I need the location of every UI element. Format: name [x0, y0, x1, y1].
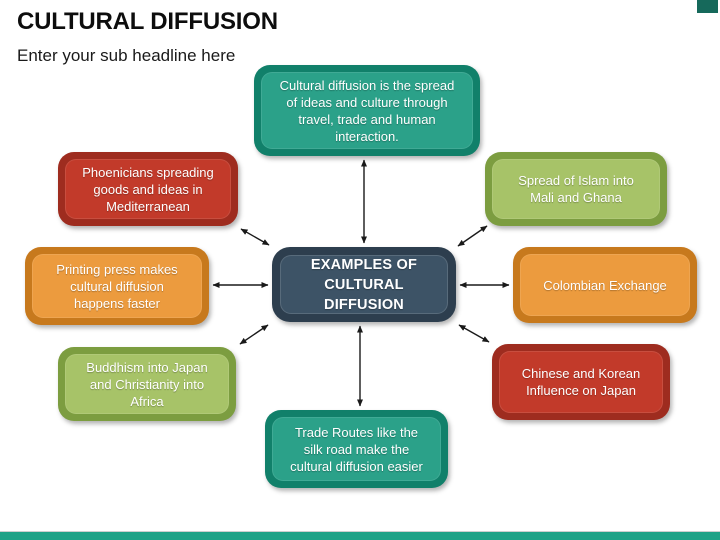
footer-divider [0, 531, 720, 532]
footer-bar [0, 532, 720, 540]
center-node-label: EXAMPLES OF CULTURAL DIFFUSION [280, 255, 448, 314]
arrow-center-bottom-right [458, 324, 490, 343]
node-chinese-korean-text: Chinese and Korean Influence on Japan [499, 351, 663, 413]
node-colombian-exchange: Colombian Exchange [513, 247, 697, 323]
node-islam-text: Spread of Islam into Mali and Ghana [492, 159, 660, 219]
node-buddhism: Buddhism into Japan and Christianity int… [58, 347, 236, 421]
page-title: CULTURAL DIFFUSION [17, 8, 278, 35]
node-definition: Cultural diffusion is the spread of idea… [254, 65, 480, 156]
center-node: EXAMPLES OF CULTURAL DIFFUSION [272, 247, 456, 322]
node-definition-text: Cultural diffusion is the spread of idea… [261, 72, 473, 149]
corner-accent-shape [697, 0, 718, 13]
node-buddhism-text: Buddhism into Japan and Christianity int… [65, 354, 229, 414]
arrow-center-top-right [457, 225, 488, 247]
node-islam: Spread of Islam into Mali and Ghana [485, 152, 667, 226]
node-printing-press: Printing press makes cultural diffusion … [25, 247, 209, 325]
arrow-center-bottom-left [239, 324, 269, 345]
node-trade-routes-text: Trade Routes like the silk road make the… [272, 417, 441, 481]
node-colombian-exchange-text: Colombian Exchange [520, 254, 690, 316]
node-phoenicians: Phoenicians spreading goods and ideas in… [58, 152, 238, 226]
arrow-center-top-left [240, 228, 270, 246]
node-phoenicians-text: Phoenicians spreading goods and ideas in… [65, 159, 231, 219]
node-printing-press-text: Printing press makes cultural diffusion … [32, 254, 202, 318]
slide-subtitle: Enter your sub headline here [17, 46, 236, 65]
node-chinese-korean: Chinese and Korean Influence on Japan [492, 344, 670, 420]
node-trade-routes: Trade Routes like the silk road make the… [265, 410, 448, 488]
